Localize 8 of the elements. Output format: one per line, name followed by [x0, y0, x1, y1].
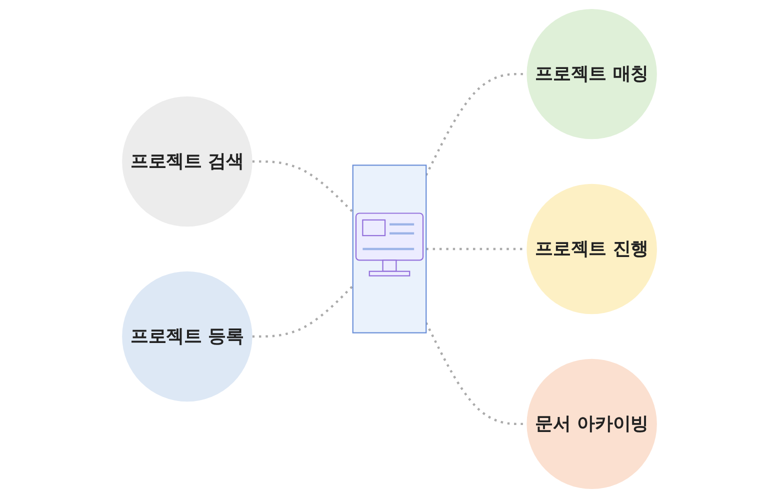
connector	[252, 285, 354, 338]
node-circle: 프로젝트 진행	[526, 184, 657, 314]
node-circle: 프로젝트 매칭	[526, 8, 657, 140]
connector	[252, 160, 354, 213]
node-circle: 프로젝트 검색	[122, 96, 252, 227]
node-circle: 문서 아카이빙	[526, 358, 657, 490]
node-picture	[352, 164, 427, 334]
node-circle: 프로젝트 등록	[122, 271, 252, 402]
